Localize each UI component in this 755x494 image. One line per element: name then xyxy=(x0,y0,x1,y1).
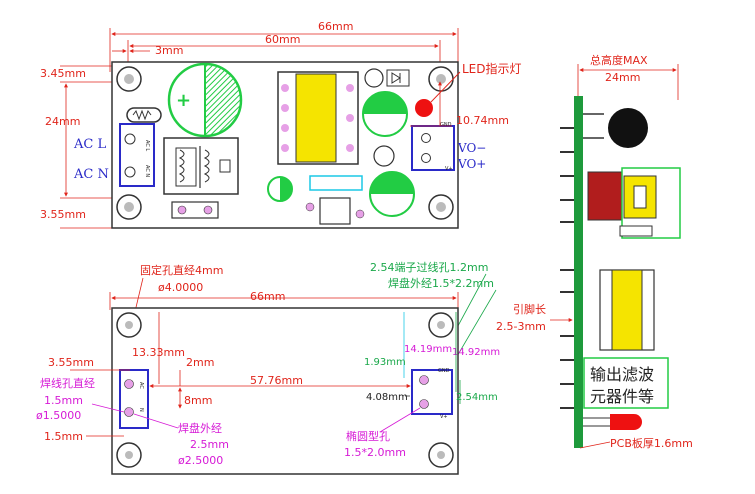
dim-60mm: 60mm xyxy=(265,33,300,46)
gnd-silk-top: GND xyxy=(440,122,452,128)
label-vo-minus: VO− xyxy=(457,141,486,155)
pad-outer-mm: 2.5mm xyxy=(190,438,229,451)
side-choke xyxy=(619,167,681,239)
terminal-hole-label: 2.54端子过线孔1.2mm xyxy=(370,260,488,274)
output-filter-box xyxy=(583,357,669,409)
dim-66mm: 66mm xyxy=(318,20,353,33)
regulator xyxy=(319,197,351,225)
dim-66mm-bottom: 66mm xyxy=(250,290,285,303)
mount-hole-value: ø4.0000 xyxy=(158,281,203,294)
dim-13-33mm: 13.33mm xyxy=(132,346,185,359)
led-indicator xyxy=(415,99,433,117)
dim-3-55mm-bottom: 3.55mm xyxy=(48,356,94,369)
label-ac-l: AC L xyxy=(73,137,106,152)
oval-hole-label: 椭圆型孔 xyxy=(346,429,390,443)
diode-pad xyxy=(364,68,384,88)
wire-hole-value: ø1.5000 xyxy=(36,409,81,422)
gnd-silk-bottom: GND xyxy=(438,368,450,374)
side-pcb xyxy=(574,96,583,448)
dim-2mm: 2mm xyxy=(186,356,214,369)
label-vo-plus: VO+ xyxy=(457,157,486,171)
dim-3mm: 3mm xyxy=(155,44,183,57)
side-view: 总高度MAX 24mm xyxy=(496,53,693,450)
n-silk-bottom: N xyxy=(138,408,144,412)
inductor-small xyxy=(373,145,395,167)
led-label: LED指示灯 xyxy=(462,61,522,76)
ac-n-silk: AC N xyxy=(144,165,150,177)
dim-8mm: 8mm xyxy=(184,394,212,407)
wire-hole-mm: 1.5mm xyxy=(44,394,83,407)
ac-silk-bottom: AC xyxy=(138,382,144,389)
dim-57-76mm: 57.76mm xyxy=(250,374,303,387)
top-view: 66mm 60mm 3mm 3.45mm 24mm 3.55mm xyxy=(40,20,522,229)
dim-3-45mm: 3.45mm xyxy=(40,67,86,80)
dim-1-5mm: 1.5mm xyxy=(44,430,83,443)
terminal-pad-label: 焊盘外经1.5*2.2mm xyxy=(388,276,494,290)
pcb-thickness: PCB板厚1.6mm xyxy=(610,436,693,450)
pad-outer-label: 焊盘外经 xyxy=(178,421,222,435)
pin-length-value: 2.5-3mm xyxy=(496,320,546,333)
dim-2-54mm: 2.54mm xyxy=(456,392,498,403)
output-capacitor-2: + xyxy=(369,171,415,217)
side-transformer xyxy=(599,269,655,351)
pad-outer-value: ø2.5000 xyxy=(178,454,223,467)
pin-length-label: 引脚长 xyxy=(513,302,546,316)
filter-text-2: 元器件等 xyxy=(590,387,654,406)
side-led xyxy=(583,414,642,430)
dim-10-74mm: 10.74mm xyxy=(456,114,509,127)
svg-text:+: + xyxy=(386,197,399,216)
svg-text:+: + xyxy=(176,90,191,111)
wire-hole-label: 焊线孔直经 xyxy=(40,376,95,390)
bottom-view: 固定孔直经4mm ø4.0000 66mm 2.54端子过线孔1.2mm 焊盘外… xyxy=(36,260,500,475)
transformer xyxy=(277,71,359,165)
dim-3-55mm-top: 3.55mm xyxy=(40,208,86,221)
dim-1-93mm: 1.93mm xyxy=(364,357,406,368)
dim-14-19mm: 14.19mm xyxy=(404,344,452,355)
small-capacitor-1 xyxy=(267,176,293,202)
total-height-label: 总高度MAX xyxy=(590,53,648,67)
input-capacitor: + xyxy=(167,62,243,138)
side-thermistor xyxy=(583,108,648,148)
cyan-footprint xyxy=(309,175,363,191)
ac-terminal-bottom xyxy=(119,369,149,429)
filter-text-1: 输出滤波 xyxy=(590,365,654,384)
bottom-pcb-outline xyxy=(111,307,459,475)
ac-terminal xyxy=(119,123,155,187)
label-ac-n: AC N xyxy=(73,167,109,182)
dim-14-92mm: 14.92mm xyxy=(452,347,500,358)
dim-4-08mm: 4.08mm xyxy=(366,392,408,403)
ac-l-silk: AC L xyxy=(144,140,150,151)
mount-hole-label: 固定孔直经4mm xyxy=(140,263,223,277)
oval-hole-value: 1.5*2.0mm xyxy=(344,446,406,459)
side-x-capacitor xyxy=(587,171,623,221)
vplus-silk-top: V+ xyxy=(445,166,453,172)
output-capacitor-1 xyxy=(362,91,408,137)
common-mode-choke xyxy=(163,137,239,195)
output-terminal xyxy=(411,125,455,171)
dim-24mm: 24mm xyxy=(45,115,80,128)
output-terminal-bottom xyxy=(411,369,453,415)
total-height-value: 24mm xyxy=(605,71,640,84)
vplus-silk-bottom: V+ xyxy=(440,414,448,420)
